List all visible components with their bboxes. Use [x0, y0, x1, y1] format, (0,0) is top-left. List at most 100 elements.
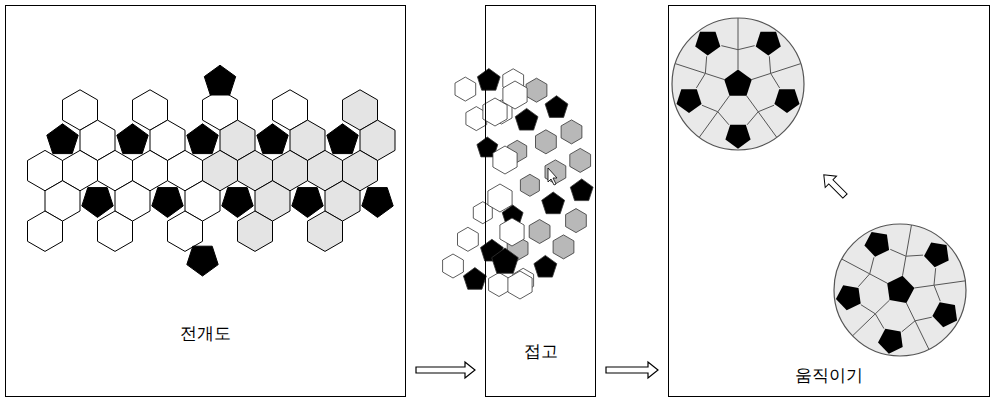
soccer-balls: [669, 11, 972, 356]
hexagon: [520, 174, 539, 196]
hexagon: [508, 271, 532, 299]
pentagon: [545, 96, 568, 118]
seam: [903, 256, 906, 275]
seam: [875, 300, 889, 314]
pentagon: [924, 242, 949, 267]
pentagon: [117, 124, 148, 154]
hand-cursor: [548, 168, 557, 185]
pentagon: [756, 32, 781, 56]
seam: [695, 112, 718, 143]
seam: [890, 249, 906, 256]
pentagon: [463, 268, 486, 290]
move-arrow: [818, 169, 851, 202]
hexagon: [168, 211, 203, 251]
panel-box: 움직이기: [668, 5, 990, 397]
seam: [769, 56, 770, 73]
pentagon: [570, 179, 593, 201]
seam: [861, 305, 875, 314]
pentagon: [836, 285, 861, 310]
seam: [906, 255, 923, 256]
seam: [914, 285, 934, 288]
folded-ball: [443, 69, 593, 300]
hexagon: [493, 146, 517, 174]
pentagon: [932, 302, 957, 327]
seam: [848, 314, 876, 341]
pentagon: [152, 188, 183, 218]
seam: [696, 73, 705, 88]
hexagon: [500, 218, 524, 246]
ball-net: [28, 65, 396, 276]
pentagon: [477, 69, 500, 91]
seam: [705, 73, 724, 79]
panel-box: 전개도: [5, 5, 406, 397]
seam: [721, 46, 738, 50]
ball-body: [834, 224, 966, 356]
pentagon: [204, 65, 235, 95]
move-arrow: [818, 169, 851, 202]
hexagon: [28, 211, 63, 251]
hexagon: [561, 120, 582, 144]
seam: [771, 73, 780, 88]
seam: [669, 62, 705, 74]
seam: [705, 56, 706, 73]
hexagon: [570, 148, 591, 172]
seam: [915, 321, 932, 355]
pentagon: [47, 124, 78, 154]
seam: [738, 46, 755, 50]
seam: [718, 96, 730, 112]
seam: [875, 314, 884, 329]
pentagon: [864, 232, 889, 257]
seam: [870, 257, 874, 274]
panel-box: 접고: [485, 5, 596, 397]
seam: [902, 321, 915, 332]
soccer-ball: [834, 219, 972, 356]
seam: [906, 219, 913, 257]
pentagon: [257, 124, 288, 154]
seam: [934, 285, 940, 301]
panel-caption: 움직이기: [791, 364, 867, 386]
hexagon: [443, 254, 464, 278]
pentagon: [492, 248, 519, 273]
pentagon: [677, 89, 702, 113]
seam: [702, 105, 718, 112]
hexagon: [238, 211, 273, 251]
pentagon: [724, 70, 752, 96]
hexagon: [488, 184, 512, 212]
panel-caption: 접고: [520, 340, 562, 362]
seam: [870, 274, 887, 283]
hexagon: [566, 209, 587, 233]
seam: [934, 268, 936, 285]
hexagon: [98, 211, 133, 251]
pentagon: [187, 124, 218, 154]
seam: [836, 256, 870, 274]
hexagon: [529, 220, 550, 244]
seam: [906, 303, 915, 321]
flow-arrow: [606, 362, 658, 378]
flow-arrow: [416, 362, 475, 378]
seam: [738, 11, 739, 49]
seam: [718, 112, 729, 125]
hexagon: [308, 211, 343, 251]
seam: [858, 274, 869, 287]
panel-caption: 전개도: [176, 322, 235, 344]
pentagon: [534, 255, 557, 277]
hexagon: [536, 130, 557, 154]
soccer-ball: [669, 11, 807, 150]
pentagon: [82, 188, 113, 218]
seam: [758, 105, 774, 112]
hexagon: [489, 273, 510, 297]
pentagon: [362, 188, 393, 218]
seam: [747, 96, 759, 112]
seam: [738, 50, 739, 70]
hexagon: [455, 77, 476, 101]
pentagon: [878, 329, 903, 354]
pentagon: [222, 188, 253, 218]
pentagon: [542, 192, 565, 214]
hexagon: [503, 81, 527, 109]
seam: [758, 112, 781, 143]
seam: [752, 73, 771, 79]
pentagon: [774, 89, 799, 113]
